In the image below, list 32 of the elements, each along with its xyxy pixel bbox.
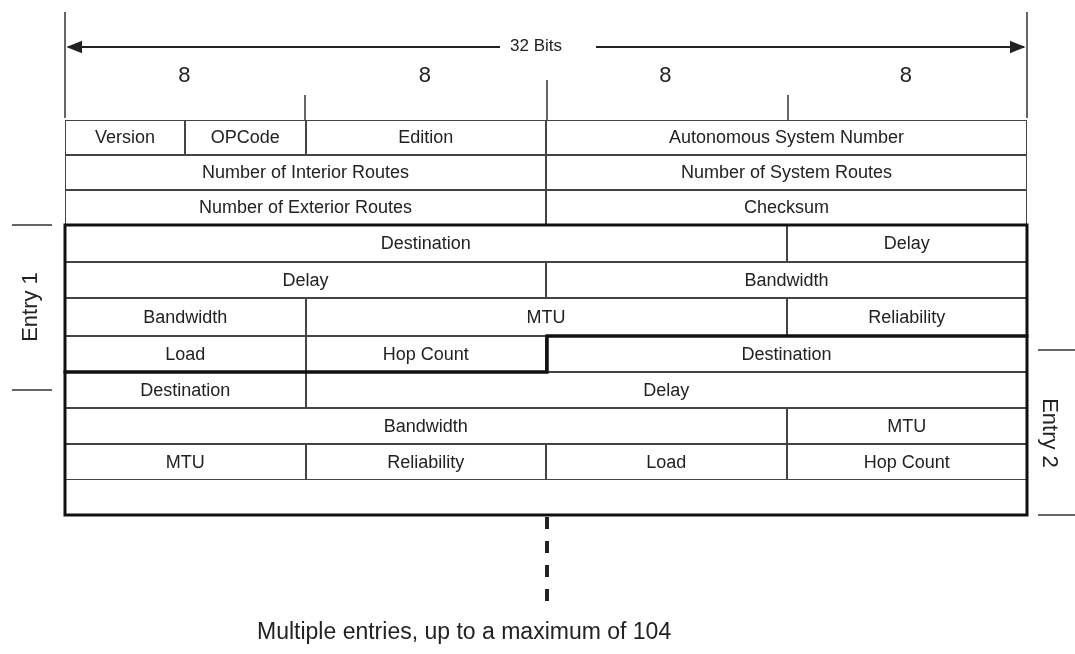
footnote-text: Multiple entries, up to a maximum of 104 [257, 618, 672, 645]
field-cell: Bandwidth [65, 408, 787, 444]
field-cell: Load [65, 336, 306, 372]
field-cell: Reliability [786, 298, 1027, 336]
field-cell: MTU [65, 444, 306, 480]
field-cell: Edition [305, 120, 546, 155]
field-cell: Delay [305, 372, 1027, 408]
field-cell: Hop Count [305, 336, 546, 372]
field-cell: OPCode [185, 120, 306, 155]
field-cell: MTU [786, 408, 1027, 444]
entry-label: Entry 1 [16, 272, 43, 342]
field-cell: MTU [305, 298, 787, 336]
byte-size-label: 8 [899, 62, 912, 88]
field-cell: Delay [786, 225, 1027, 262]
field-cell: Load [546, 444, 787, 480]
byte-size-label: 8 [178, 62, 191, 88]
entry-label: Entry 2 [1036, 398, 1063, 468]
field-cell: Bandwidth [546, 262, 1027, 298]
field-cell: Version [65, 120, 186, 155]
field-cell: Hop Count [786, 444, 1027, 480]
field-cell: Number of Exterior Routes [65, 190, 546, 225]
field-cell: Destination [65, 225, 787, 262]
field-cell: Bandwidth [65, 298, 306, 336]
field-cell: Checksum [546, 190, 1027, 225]
field-cell: Destination [65, 372, 306, 408]
field-cell: Autonomous System Number [546, 120, 1027, 155]
field-cell: Reliability [305, 444, 546, 480]
field-cell: Number of System Routes [546, 155, 1027, 190]
field-cell: Delay [65, 262, 546, 298]
byte-size-label: 8 [659, 62, 672, 88]
byte-size-label: 8 [418, 62, 431, 88]
field-cell: Number of Interior Routes [65, 155, 546, 190]
